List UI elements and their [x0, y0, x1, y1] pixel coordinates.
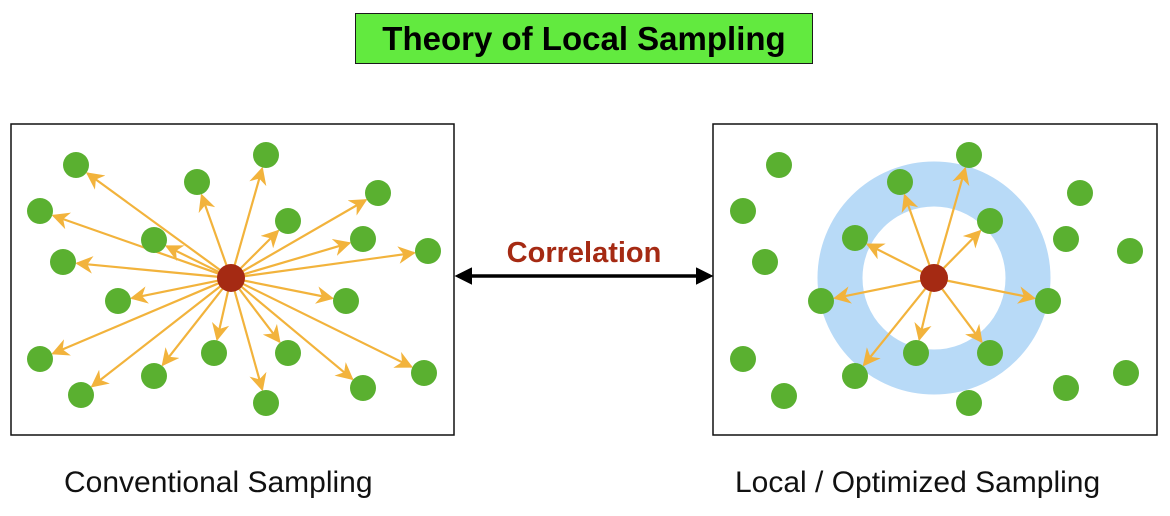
local-sample-point	[766, 152, 792, 178]
local-sample-point	[842, 225, 868, 251]
local-arrow	[940, 286, 983, 344]
left-sample-points	[27, 142, 441, 416]
local-sample-point	[752, 249, 778, 275]
conventional-arrow	[237, 286, 281, 344]
conventional-arrow	[241, 282, 414, 368]
conventional-sample-point	[141, 363, 167, 389]
conventional-arrow	[90, 284, 223, 388]
conventional-arrow	[129, 279, 220, 304]
conventional-arrow	[233, 289, 267, 392]
local-arrow	[862, 286, 928, 367]
conventional-arrow	[212, 289, 230, 342]
local-sample-point	[730, 346, 756, 372]
local-sample-point	[1053, 226, 1079, 252]
local-arrow	[901, 193, 932, 268]
correlation-label: Correlation	[507, 237, 662, 269]
diagram-title: Theory of Local Sampling	[382, 19, 786, 57]
local-sample-point	[771, 383, 797, 409]
local-sample-point	[977, 340, 1003, 366]
conventional-sample-point	[275, 340, 301, 366]
local-sample-point	[842, 363, 868, 389]
conventional-sample-point	[68, 382, 94, 408]
local-sample-point	[1113, 360, 1139, 386]
conventional-arrow	[161, 286, 225, 367]
local-sample-point	[977, 208, 1003, 234]
conventional-arrow	[238, 229, 280, 271]
conventional-sample-point	[365, 180, 391, 206]
right-arrows	[832, 166, 1037, 367]
local-sample-point	[1035, 288, 1061, 314]
conventional-sample-point	[63, 152, 89, 178]
conventional-arrow	[233, 166, 267, 267]
local-arrow	[936, 166, 970, 267]
local-arrow	[945, 279, 1037, 304]
local-caption: Local / Optimized Sampling	[735, 466, 1101, 499]
local-arrow	[865, 243, 924, 274]
local-arrow	[941, 229, 982, 271]
conventional-arrow	[75, 256, 220, 278]
conventional-arrow	[242, 246, 416, 278]
local-sample-point	[730, 198, 756, 224]
local-arrow	[914, 289, 933, 342]
conventional-sample-point	[27, 198, 53, 224]
conventional-caption: Conventional Sampling	[64, 466, 373, 499]
conventional-sample-point	[350, 226, 376, 252]
conventional-sample-point	[201, 340, 227, 366]
local-sampling-ring	[817, 161, 1051, 395]
conventional-arrow	[239, 284, 354, 381]
local-sample-point	[956, 142, 982, 168]
local-sample-point	[903, 340, 929, 366]
conventional-sample-point	[27, 346, 53, 372]
conventional-arrow	[164, 245, 221, 274]
conventional-sample-point	[350, 375, 376, 401]
left-center-point	[217, 264, 245, 292]
conventional-sample-point	[333, 288, 359, 314]
local-sample-point	[956, 390, 982, 416]
conventional-sample-point	[50, 249, 76, 275]
right-center-point	[920, 264, 948, 292]
local-sample-point	[1067, 180, 1093, 206]
conventional-sample-point	[184, 169, 210, 195]
conventional-sample-point	[253, 390, 279, 416]
left-arrows	[51, 166, 416, 392]
conventional-arrow	[240, 199, 368, 273]
conventional-arrow	[242, 239, 352, 276]
conventional-arrow	[242, 279, 334, 304]
local-sample-point	[1053, 375, 1079, 401]
local-arrow	[832, 279, 923, 304]
conventional-arrow	[85, 172, 222, 272]
conventional-sample-point	[275, 208, 301, 234]
conventional-arrow	[51, 281, 221, 356]
conventional-sample-point	[253, 142, 279, 168]
title-box: Theory of Local Sampling	[355, 13, 813, 64]
local-sample-point	[887, 169, 913, 195]
conventional-sample-point	[105, 288, 131, 314]
conventional-arrow	[51, 212, 221, 276]
conventional-sample-point	[415, 238, 441, 264]
local-sample-point	[1117, 238, 1143, 264]
conventional-sample-point	[411, 360, 437, 386]
conventional-sample-point	[141, 227, 167, 253]
local-sample-point	[808, 288, 834, 314]
right-sample-points	[730, 142, 1143, 416]
conventional-arrow	[198, 193, 229, 268]
